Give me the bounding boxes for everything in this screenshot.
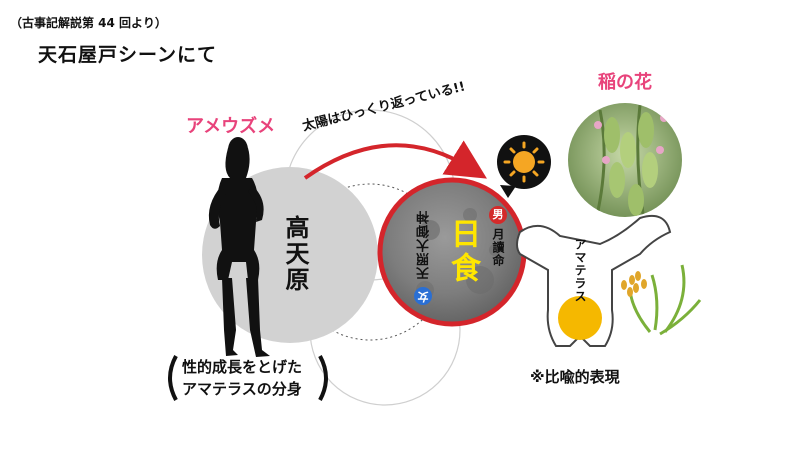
curved-arrow — [303, 140, 487, 180]
sun-icon — [503, 141, 545, 183]
tsukuyomi-label: 月讀命 — [491, 228, 505, 267]
caption-right-paren — [318, 355, 328, 401]
amaterasu-reversed-label: 天照大御神 — [417, 210, 432, 280]
woman-silhouette-icon — [208, 137, 270, 357]
rice-flower-label: 稲の花 — [598, 72, 652, 93]
caption-block: 性的成長をとげた アマテラスの分身 — [182, 356, 302, 400]
caption-line-2: アマテラスの分身 — [182, 380, 302, 398]
caption-line-1: 性的成長をとげた — [182, 358, 303, 376]
amaterasu-figure-label: アマテラス — [573, 238, 587, 303]
takamagahara-label: 高天原 — [281, 215, 309, 293]
slide-title: 天石屋戸シーンにて — [38, 44, 218, 66]
male-badge: 男 — [489, 206, 507, 224]
reference-note: （古事記解説第 44 回より） — [10, 16, 167, 30]
amaterasu-figure — [516, 214, 672, 347]
rice-plant-icon — [621, 264, 702, 336]
rice-flower-photo — [568, 103, 682, 217]
caption-left-paren — [168, 355, 178, 401]
eclipse-circle — [377, 177, 527, 327]
metaphor-note: ※比喩的表現 — [530, 368, 620, 386]
amenouzume-label: アメウズメ — [186, 116, 276, 137]
female-badge: 女 — [414, 287, 432, 305]
eclipse-label: 日食 — [445, 218, 480, 286]
